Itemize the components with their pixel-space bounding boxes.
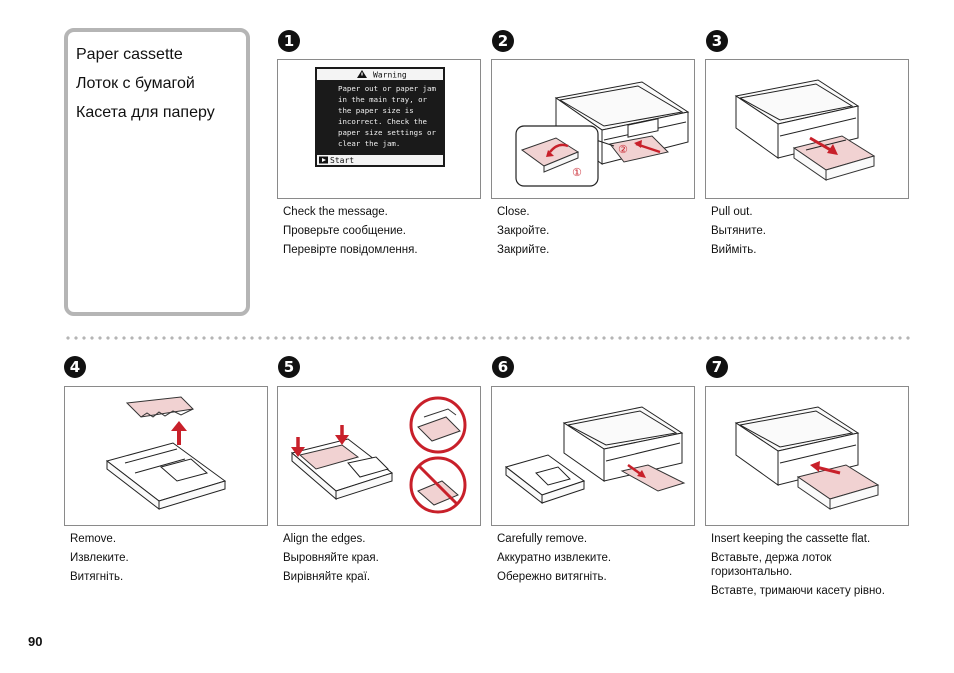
- step-6-number: 6: [492, 356, 514, 378]
- step-1-illustration: Warning Paper out or paper jam in the ma…: [277, 59, 481, 199]
- lcd-line-3: the paper size is: [338, 106, 414, 115]
- printer-drawing: [734, 406, 860, 486]
- dotted-divider: [64, 336, 910, 340]
- step-5-caption: Align the edges. Выровняйте края. Вирівн…: [277, 532, 481, 589]
- title-ukrainian: Касета для паперу: [76, 104, 215, 121]
- align-arrow-icon-right: [335, 425, 349, 445]
- step-1-caption-uk: Перевірте повідомлення.: [283, 244, 418, 256]
- step-2-caption-en: Close.: [497, 206, 530, 218]
- start-button-icon: [319, 156, 328, 164]
- step-3-caption: Pull out. Вытяните. Вийміть.: [705, 205, 909, 262]
- page-number: 90: [28, 634, 43, 649]
- step-7-caption-uk: Вставте, тримаючи касету рівно.: [711, 585, 885, 597]
- step-6-illustration: [491, 386, 695, 526]
- step-6-caption: Carefully remove. Аккуратно извлеките. О…: [491, 532, 695, 589]
- lcd-line-1: Paper out or paper jam: [338, 84, 436, 93]
- step-5-caption-ru: Выровняйте края.: [283, 552, 379, 564]
- step-5-illustration: [277, 386, 481, 526]
- correct-example-circle: [409, 396, 467, 454]
- jammed-paper: [620, 464, 686, 492]
- step-4-caption-uk: Витягніть.: [70, 571, 124, 583]
- step-3-illustration: [705, 59, 909, 199]
- step-2-number: 2: [492, 30, 514, 52]
- step-4-caption-en: Remove.: [70, 533, 117, 545]
- lcd-screen: [315, 67, 445, 167]
- step-6-caption-uk: Обережно витягніть.: [497, 571, 607, 583]
- step-1-caption: Check the message. Проверьте сообщение. …: [277, 205, 481, 262]
- insert-arrow-icon: [810, 461, 841, 475]
- paper-cassette-drawing: [504, 454, 586, 505]
- step-4-caption: Remove. Извлеките. Витягніть.: [64, 532, 268, 589]
- remove-arrow-icon: [627, 463, 646, 478]
- paper-cassette-drawing: [792, 135, 876, 181]
- step-6-caption-ru: Аккуратно извлеките.: [497, 552, 612, 564]
- jammed-paper: [125, 396, 195, 418]
- fold-arrow-icon: [546, 143, 569, 157]
- step-1-caption-en: Check the message.: [283, 206, 388, 218]
- step-4-number: 4: [64, 356, 86, 378]
- step-7-number: 7: [706, 356, 728, 378]
- step-2-caption: Close. Закройте. Закрийте.: [491, 205, 695, 262]
- step-2-caption-ru: Закройте.: [497, 225, 550, 237]
- title-russian: Лоток с бумагой: [76, 75, 195, 92]
- lcd-footer-bar: [317, 155, 443, 165]
- step-6-caption-en: Carefully remove.: [497, 533, 588, 545]
- step-2-illustration: ② ①: [491, 59, 695, 199]
- lcd-line-2: in the main tray, or: [338, 95, 428, 104]
- printer-drawing: [734, 79, 860, 159]
- step-4-caption-ru: Извлеките.: [70, 552, 129, 564]
- align-arrow-icon-left: [291, 437, 305, 457]
- paper-cassette-drawing: [105, 442, 227, 511]
- lcd-line-6: clear the jam.: [338, 139, 400, 148]
- step-7-caption-en: Insert keeping the cassette flat.: [711, 533, 871, 545]
- pull-arrow-icon: [809, 136, 838, 155]
- step-3-number: 3: [706, 30, 728, 52]
- paper-cassette-drawing: [290, 438, 394, 501]
- lcd-header-bar: [317, 69, 443, 80]
- callout-two: ②: [618, 144, 628, 156]
- lift-arrow-icon: [171, 421, 187, 445]
- step-7-caption: Insert keeping the cassette flat. Вставь…: [705, 532, 909, 603]
- step-5-caption-en: Align the edges.: [283, 533, 366, 545]
- lcd-line-5: paper size settings or: [338, 128, 436, 137]
- lcd-warning-label: Warning: [373, 71, 407, 80]
- step-3-caption-ru: Вытяните.: [711, 225, 766, 237]
- title-english: Paper cassette: [76, 46, 183, 63]
- prohibited-icon: [409, 456, 467, 514]
- output-tray: [609, 135, 669, 163]
- step-3-caption-uk: Вийміть.: [711, 244, 757, 256]
- section-title-box: Paper cassette Лоток с бумагой Касета дл…: [64, 28, 250, 316]
- step-7-illustration: [705, 386, 909, 526]
- warning-icon: [357, 70, 367, 78]
- lcd-line-4: incorrect. Check the: [338, 117, 428, 126]
- step-4-illustration: [64, 386, 268, 526]
- step-5-number: 5: [278, 356, 300, 378]
- step-1-number: 1: [278, 30, 300, 52]
- printer-drawing: [562, 406, 684, 482]
- step-1-caption-ru: Проверьте сообщение.: [283, 225, 407, 237]
- step-2-caption-uk: Закрийте.: [497, 244, 550, 256]
- step-3-caption-en: Pull out.: [711, 206, 753, 218]
- lcd-start-label: Start: [330, 156, 354, 165]
- step-7-caption-ru: Вставьте, держа лоток горизонтально.: [711, 552, 832, 578]
- callout-one: ①: [572, 167, 582, 179]
- close-arrow-icon: [634, 140, 661, 154]
- paper-cassette-drawing: [796, 464, 880, 510]
- step-5-caption-uk: Вирівняйте краї.: [283, 571, 371, 583]
